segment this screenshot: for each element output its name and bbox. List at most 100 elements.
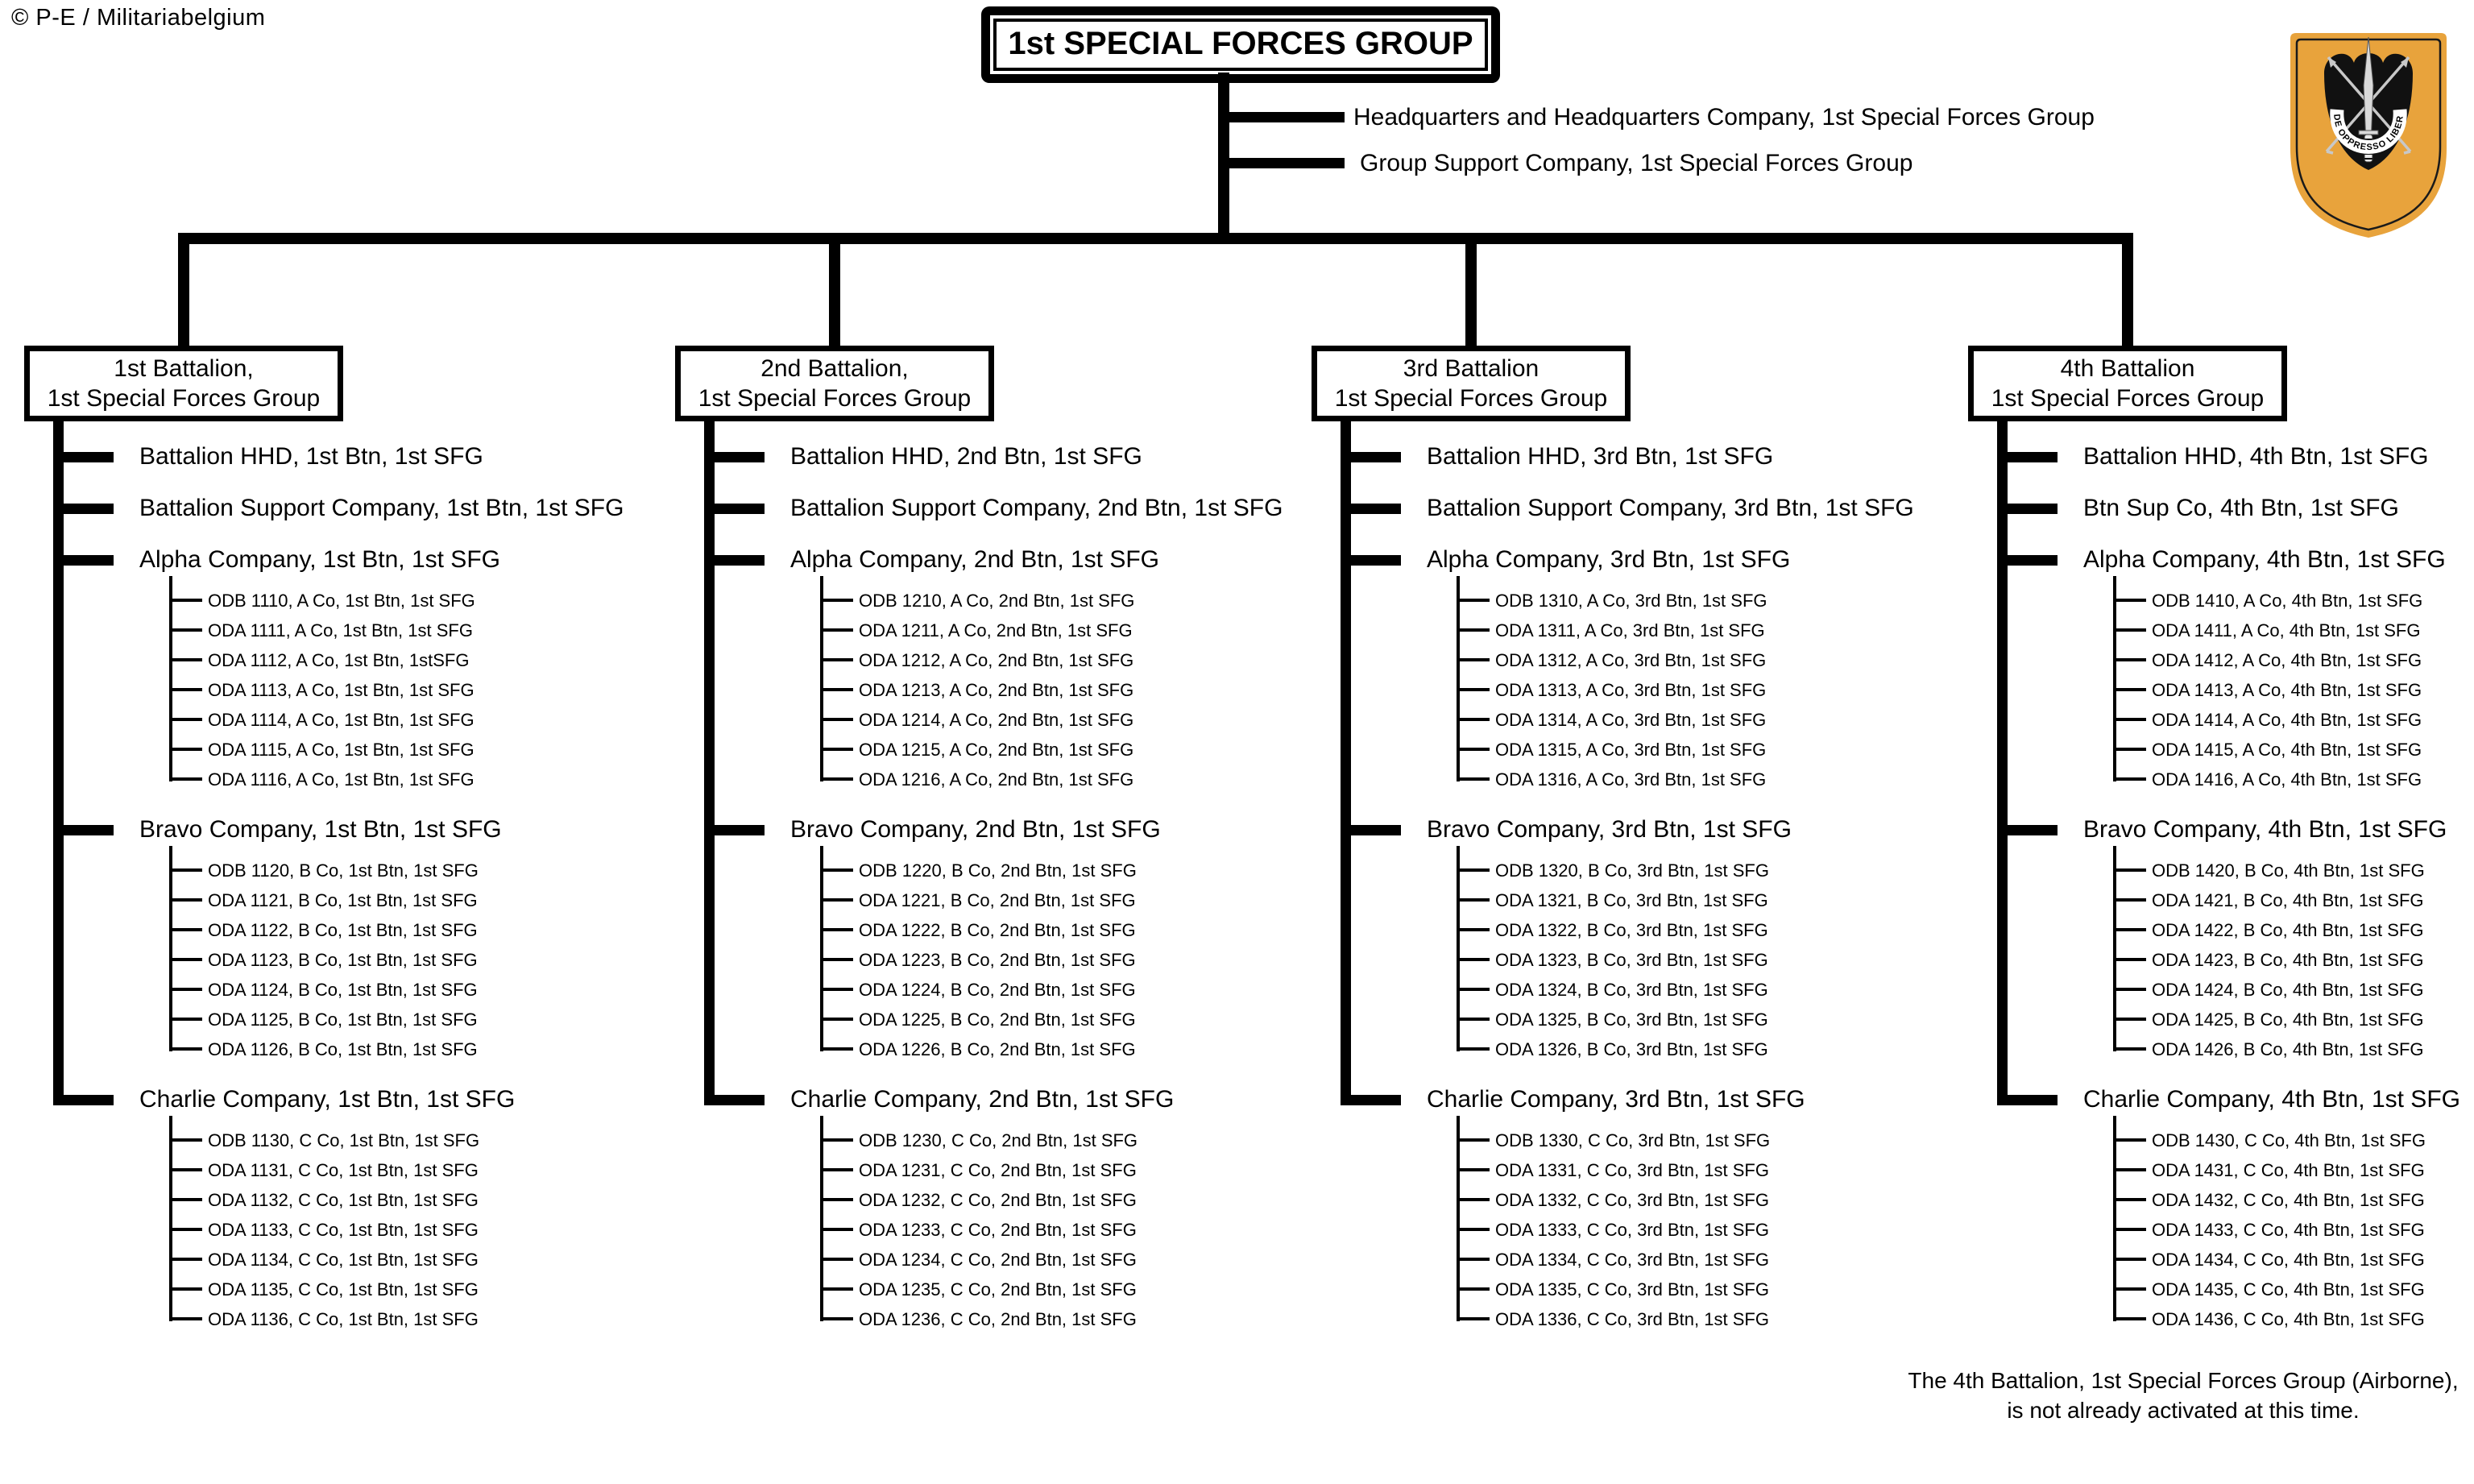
company-row: Bravo Company, 1st Btn, 1st SFG ODB 1120… bbox=[24, 794, 669, 1064]
battalion-box: 3rd Battalion 1st Special Forces Group bbox=[1312, 346, 1631, 421]
detachment-row: ODB 1420, B Co, 4th Btn, 1st SFG bbox=[2113, 856, 2474, 885]
battalion-children: Battalion HHD, 2nd Btn, 1st SFG Battalio… bbox=[675, 421, 1320, 1334]
footnote: The 4th Battalion, 1st Special Forces Gr… bbox=[1885, 1366, 2474, 1425]
detachment-row: ODA 1421, B Co, 4th Btn, 1st SFG bbox=[2113, 885, 2474, 915]
detachment-row: ODA 1223, B Co, 2nd Btn, 1st SFG bbox=[820, 945, 1320, 975]
company-row: Battalion HHD, 2nd Btn, 1st SFG bbox=[675, 421, 1320, 473]
detachment-row: ODA 1132, C Co, 1st Btn, 1st SFG bbox=[169, 1185, 669, 1215]
detachment-row: ODA 1235, C Co, 2nd Btn, 1st SFG bbox=[820, 1275, 1320, 1304]
company-row: Battalion HHD, 4th Btn, 1st SFG bbox=[1968, 421, 2474, 473]
company-row: Alpha Company, 2nd Btn, 1st SFG ODB 1210… bbox=[675, 524, 1320, 794]
company-row: Alpha Company, 4th Btn, 1st SFG ODB 1410… bbox=[1968, 524, 2474, 794]
connector-drop-2 bbox=[829, 233, 840, 346]
footnote-line1: The 4th Battalion, 1st Special Forces Gr… bbox=[1908, 1368, 2459, 1393]
detachment-row: ODA 1316, A Co, 3rd Btn, 1st SFG bbox=[1457, 765, 1956, 794]
detachment-row: ODA 1213, A Co, 2nd Btn, 1st SFG bbox=[820, 675, 1320, 705]
company-row: Charlie Company, 3rd Btn, 1st SFG ODB 13… bbox=[1312, 1064, 1956, 1334]
detachment-row: ODA 1415, A Co, 4th Btn, 1st SFG bbox=[2113, 735, 2474, 765]
unit-label: Battalion Support Company, 3rd Btn, 1st … bbox=[1427, 495, 1914, 521]
detachment-row: ODA 1311, A Co, 3rd Btn, 1st SFG bbox=[1457, 616, 1956, 645]
detachment-row: ODA 1333, C Co, 3rd Btn, 1st SFG bbox=[1457, 1215, 1956, 1245]
company-row: Battalion HHD, 3rd Btn, 1st SFG bbox=[1312, 421, 1956, 473]
unit-label: Alpha Company, 4th Btn, 1st SFG bbox=[2083, 546, 2446, 573]
unit-label: Alpha Company, 2nd Btn, 1st SFG bbox=[790, 546, 1160, 573]
company-row: Charlie Company, 2nd Btn, 1st SFG ODB 12… bbox=[675, 1064, 1320, 1334]
detachment-row: ODA 1121, B Co, 1st Btn, 1st SFG bbox=[169, 885, 669, 915]
company-row: Bravo Company, 3rd Btn, 1st SFG ODB 1320… bbox=[1312, 794, 1956, 1064]
battalion-column: 2nd Battalion, 1st Special Forces Group … bbox=[675, 346, 1320, 1334]
unit-label: Battalion Support Company, 1st Btn, 1st … bbox=[139, 495, 624, 521]
detachment-row: ODA 1123, B Co, 1st Btn, 1st SFG bbox=[169, 945, 669, 975]
detachment-row: ODA 1231, C Co, 2nd Btn, 1st SFG bbox=[820, 1155, 1320, 1185]
battalion-box-line2: 1st Special Forces Group bbox=[698, 385, 972, 412]
battalion-box: 2nd Battalion, 1st Special Forces Group bbox=[675, 346, 994, 421]
unit-label: Battalion Support Company, 2nd Btn, 1st … bbox=[790, 495, 1283, 521]
footnote-line2: is not already activated at this time. bbox=[2007, 1398, 2360, 1423]
detachment-row: ODA 1434, C Co, 4th Btn, 1st SFG bbox=[2113, 1245, 2474, 1275]
battalion-children: Battalion HHD, 1st Btn, 1st SFG Battalio… bbox=[24, 421, 669, 1334]
company-row: Alpha Company, 1st Btn, 1st SFG ODB 1110… bbox=[24, 524, 669, 794]
detachment-row: ODA 1334, C Co, 3rd Btn, 1st SFG bbox=[1457, 1245, 1956, 1275]
detachment-row: ODA 1226, B Co, 2nd Btn, 1st SFG bbox=[820, 1034, 1320, 1064]
battalion-children: Battalion HHD, 4th Btn, 1st SFG Btn Sup … bbox=[1968, 421, 2474, 1334]
company-row: Btn Sup Co, 4th Btn, 1st SFG bbox=[1968, 473, 2474, 524]
company-row: Battalion Support Company, 2nd Btn, 1st … bbox=[675, 473, 1320, 524]
detachment-row: ODA 1221, B Co, 2nd Btn, 1st SFG bbox=[820, 885, 1320, 915]
connector-drop-3 bbox=[1465, 233, 1477, 346]
connector-gsc-stub bbox=[1224, 158, 1345, 168]
company-row: Battalion HHD, 1st Btn, 1st SFG bbox=[24, 421, 669, 473]
group-title: 1st SPECIAL FORCES GROUP bbox=[993, 19, 1488, 71]
detachment-row: ODB 1210, A Co, 2nd Btn, 1st SFG bbox=[820, 586, 1320, 616]
detachment-row: ODA 1321, B Co, 3rd Btn, 1st SFG bbox=[1457, 885, 1956, 915]
detachment-row: ODA 1136, C Co, 1st Btn, 1st SFG bbox=[169, 1304, 669, 1334]
detachment-row: ODB 1130, C Co, 1st Btn, 1st SFG bbox=[169, 1125, 669, 1155]
unit-label: Battalion HHD, 2nd Btn, 1st SFG bbox=[790, 443, 1142, 470]
detachment-row: ODA 1335, C Co, 3rd Btn, 1st SFG bbox=[1457, 1275, 1956, 1304]
battalion-box-line2: 1st Special Forces Group bbox=[1334, 385, 1608, 412]
detachment-row: ODA 1423, B Co, 4th Btn, 1st SFG bbox=[2113, 945, 2474, 975]
battalion-column: 1st Battalion, 1st Special Forces Group … bbox=[24, 346, 669, 1334]
detachment-row: ODB 1430, C Co, 4th Btn, 1st SFG bbox=[2113, 1125, 2474, 1155]
detachment-row: ODB 1230, C Co, 2nd Btn, 1st SFG bbox=[820, 1125, 1320, 1155]
detachment-row: ODA 1225, B Co, 2nd Btn, 1st SFG bbox=[820, 1005, 1320, 1034]
battalion-children: Battalion HHD, 3rd Btn, 1st SFG Battalio… bbox=[1312, 421, 1956, 1334]
group-unit-gsc: Group Support Company, 1st Special Force… bbox=[1360, 150, 1913, 176]
detachment-row: ODA 1126, B Co, 1st Btn, 1st SFG bbox=[169, 1034, 669, 1064]
detachment-row: ODA 1416, A Co, 4th Btn, 1st SFG bbox=[2113, 765, 2474, 794]
detachment-row: ODA 1325, B Co, 3rd Btn, 1st SFG bbox=[1457, 1005, 1956, 1034]
detachment-row: ODA 1234, C Co, 2nd Btn, 1st SFG bbox=[820, 1245, 1320, 1275]
detachment-row: ODA 1331, C Co, 3rd Btn, 1st SFG bbox=[1457, 1155, 1956, 1185]
battalion-column: 3rd Battalion 1st Special Forces Group B… bbox=[1312, 346, 1956, 1334]
detachment-row: ODA 1116, A Co, 1st Btn, 1st SFG bbox=[169, 765, 669, 794]
detachment-row: ODA 1124, B Co, 1st Btn, 1st SFG bbox=[169, 975, 669, 1005]
unit-label: Alpha Company, 1st Btn, 1st SFG bbox=[139, 546, 500, 573]
battalion-box-line1: 4th Battalion bbox=[2060, 355, 2195, 382]
detachment-row: ODA 1412, A Co, 4th Btn, 1st SFG bbox=[2113, 645, 2474, 675]
detachment-row: ODA 1216, A Co, 2nd Btn, 1st SFG bbox=[820, 765, 1320, 794]
detachment-row: ODA 1414, A Co, 4th Btn, 1st SFG bbox=[2113, 705, 2474, 735]
detachment-row: ODA 1214, A Co, 2nd Btn, 1st SFG bbox=[820, 705, 1320, 735]
detachment-row: ODA 1413, A Co, 4th Btn, 1st SFG bbox=[2113, 675, 2474, 705]
detachment-row: ODA 1224, B Co, 2nd Btn, 1st SFG bbox=[820, 975, 1320, 1005]
company-row: Battalion Support Company, 1st Btn, 1st … bbox=[24, 473, 669, 524]
detachment-row: ODA 1135, C Co, 1st Btn, 1st SFG bbox=[169, 1275, 669, 1304]
detachment-row: ODB 1110, A Co, 1st Btn, 1st SFG bbox=[169, 586, 669, 616]
battalion-box: 1st Battalion, 1st Special Forces Group bbox=[24, 346, 343, 421]
battalion-box-line2: 1st Special Forces Group bbox=[1991, 385, 2265, 412]
detachment-row: ODA 1114, A Co, 1st Btn, 1st SFG bbox=[169, 705, 669, 735]
detachment-row: ODA 1411, A Co, 4th Btn, 1st SFG bbox=[2113, 616, 2474, 645]
detachment-row: ODA 1133, C Co, 1st Btn, 1st SFG bbox=[169, 1215, 669, 1245]
detachment-row: ODA 1432, C Co, 4th Btn, 1st SFG bbox=[2113, 1185, 2474, 1215]
connector-rail bbox=[178, 233, 2133, 244]
battalion-box-line1: 3rd Battalion bbox=[1403, 355, 1540, 382]
company-row: Bravo Company, 4th Btn, 1st SFG ODB 1420… bbox=[1968, 794, 2474, 1064]
detachment-row: ODA 1212, A Co, 2nd Btn, 1st SFG bbox=[820, 645, 1320, 675]
detachment-row: ODA 1322, B Co, 3rd Btn, 1st SFG bbox=[1457, 915, 1956, 945]
